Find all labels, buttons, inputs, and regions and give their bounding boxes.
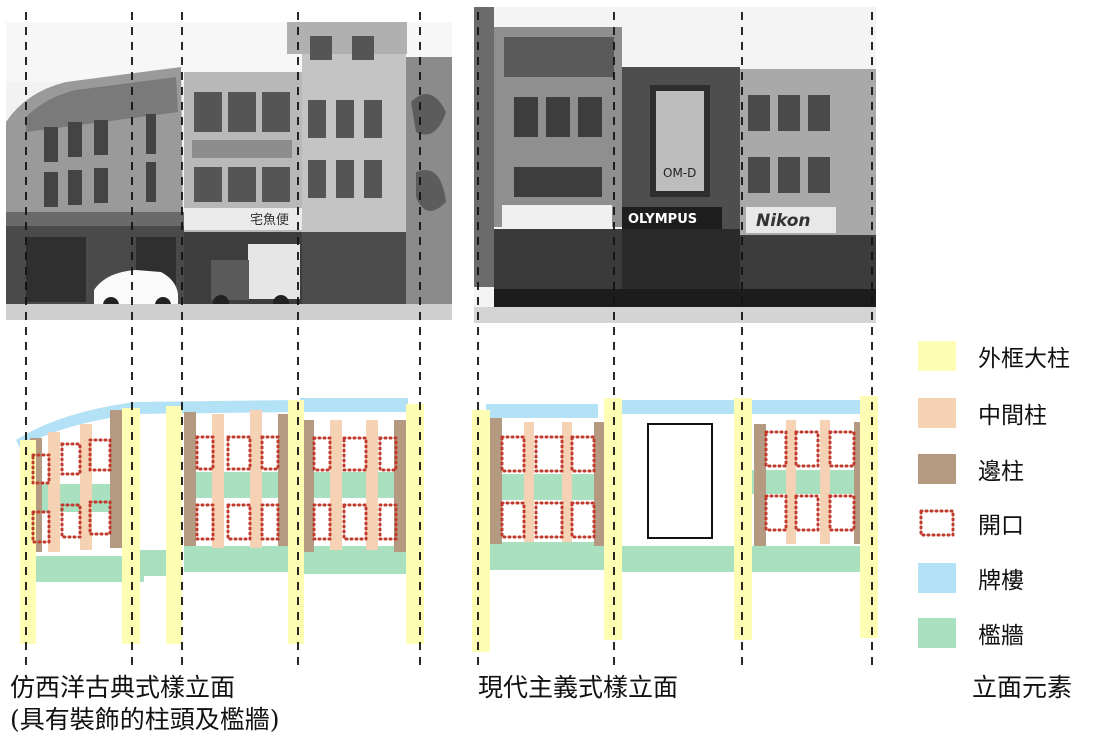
- sill-walls-left: [34, 472, 410, 582]
- legend-item-opening: 開口: [918, 503, 1024, 543]
- legend-label-opening: 開口: [978, 513, 1024, 539]
- outer-columns-right: [472, 396, 878, 652]
- caption-legend-title: 立面元素: [972, 673, 1073, 702]
- legend-label-outer-column: 外框大柱: [978, 346, 1070, 372]
- legend-swatch-sill-wall: [918, 618, 956, 648]
- legend-swatch-middle-column: [918, 398, 956, 428]
- photo-classical-facade: 宅魚便: [6, 22, 452, 320]
- arcade-bands-right: [486, 400, 860, 418]
- sill-walls-right: [486, 470, 862, 572]
- legend-label-arcade: 牌樓: [978, 568, 1024, 594]
- legend-swatch-arcade: [918, 563, 956, 593]
- legend-item-outer-column: 外框大柱: [918, 336, 1070, 376]
- legend-item-sill-wall: 檻牆: [918, 613, 1024, 653]
- billboard-frame: [647, 423, 713, 539]
- olympus-sign: OLYMPUS: [628, 212, 697, 227]
- photo-modernist-facade: OM-D OLYMPUS Nikon: [474, 7, 876, 323]
- openings-left: [31, 435, 398, 544]
- caption-modernist-title: 現代主義式樣立面: [478, 673, 679, 702]
- omd-sign: OM-D: [663, 166, 696, 180]
- nikon-sign: Nikon: [756, 211, 811, 231]
- legend-swatch-outer-column: [918, 341, 956, 371]
- shop-sign-left: 宅魚便: [250, 213, 289, 228]
- classical-facade-illustration: 宅魚便: [6, 22, 452, 320]
- openings-right: [500, 430, 856, 539]
- middle-columns-right: [524, 420, 830, 544]
- legend-label-sill-wall: 檻牆: [978, 623, 1024, 649]
- edge-columns-left: [30, 410, 406, 552]
- legend-item-middle-column: 中間柱: [918, 393, 1047, 433]
- arcade-band-left-1: [16, 400, 300, 448]
- legend-item-arcade: 牌樓: [918, 558, 1024, 598]
- legend-swatch-opening: [919, 509, 955, 537]
- arcade-band-left-2: [300, 398, 408, 412]
- legend-swatch-edge-column: [918, 454, 956, 484]
- legend-label-edge-column: 邊柱: [978, 459, 1024, 485]
- legend-item-edge-column: 邊柱: [918, 449, 1024, 489]
- alignment-guides: [25, 12, 873, 668]
- modernist-facade-illustration: OM-D OLYMPUS Nikon: [474, 7, 876, 323]
- middle-columns-left: [48, 410, 378, 552]
- caption-classical-subtitle: (具有裝飾的柱頭及檻牆): [10, 705, 280, 734]
- caption-classical-title: 仿西洋古典式樣立面: [10, 673, 236, 702]
- legend-label-middle-column: 中間柱: [978, 403, 1047, 429]
